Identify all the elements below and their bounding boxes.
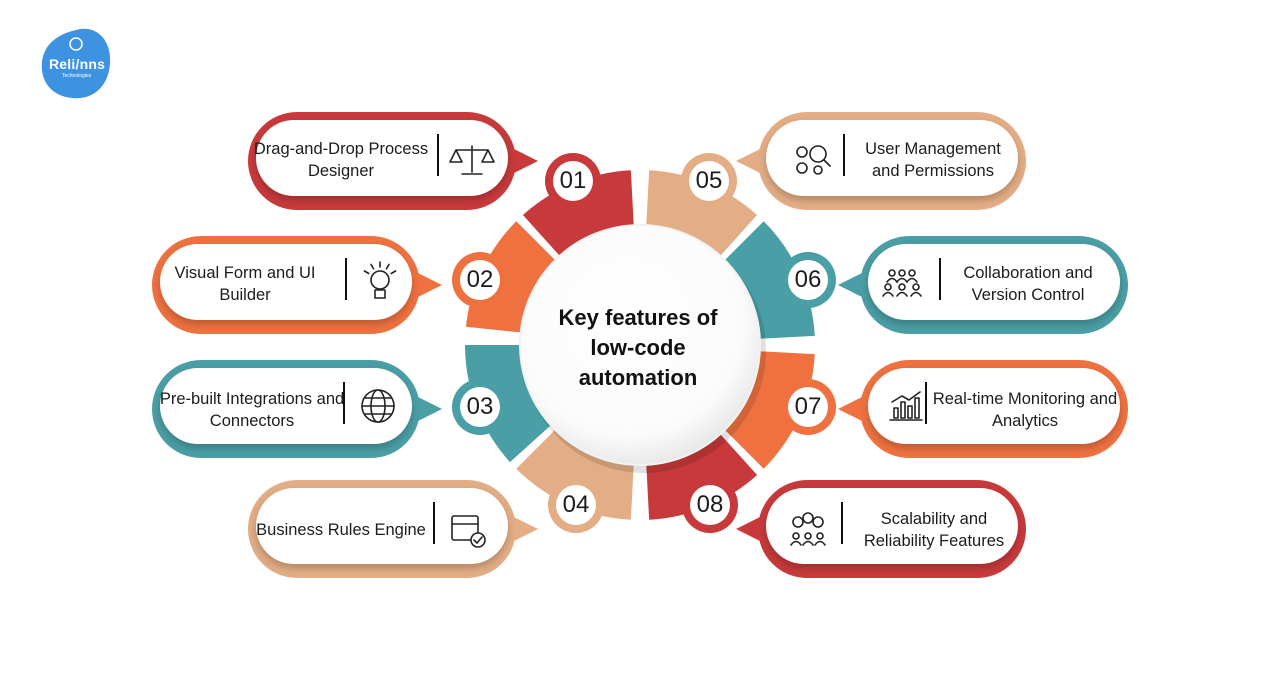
logo-text[interactable]: Reli/nns: [49, 56, 106, 72]
logo-subtext: Technologies: [62, 73, 92, 79]
card-body: [868, 244, 1120, 320]
logo-shape: [41, 28, 111, 99]
feature-label-07: Real-time Monitoring and Analytics: [932, 390, 1118, 430]
feature-card-02: [152, 236, 442, 334]
ring-segment-06: [716, 221, 815, 340]
feature-label-06: Collaboration and Version Control: [963, 264, 1093, 304]
feature-label-02: Visual Form and UI Builder: [174, 264, 316, 304]
number-disc: [556, 485, 596, 525]
calendar-check-icon: [451, 515, 486, 548]
feature-label-04: Business Rules Engine: [256, 521, 426, 539]
center-circle: [519, 224, 761, 466]
feature-number-01: 01: [559, 167, 587, 194]
card-body: [160, 368, 412, 444]
feature-number-03: 03: [466, 393, 494, 420]
feature-number-06: 06: [794, 266, 822, 293]
bar-chart-icon: [889, 391, 923, 421]
feature-card-05: [736, 112, 1026, 210]
number-disc: [553, 161, 593, 201]
card-body: [256, 120, 508, 196]
center-title: Key features of low-code automation: [558, 305, 718, 390]
feature-label-01: Drag-and-Drop Process Designer: [253, 140, 429, 180]
team-icon: [882, 269, 922, 297]
number-disc: [689, 161, 729, 201]
feature-card-01: [248, 112, 538, 210]
feature-card-04: [248, 480, 538, 578]
globe-icon: [361, 389, 395, 423]
feature-number-05: 05: [695, 167, 723, 194]
feature-label-08: Scalability and Reliability Features: [863, 510, 1005, 550]
number-disc: [460, 387, 500, 427]
feature-card-07: [838, 360, 1128, 458]
feature-number-02: 02: [466, 266, 494, 293]
feature-label-03: Pre-built Integrations and Connectors: [159, 390, 345, 430]
ring-segment-07: [716, 350, 815, 469]
feature-card-06: [838, 236, 1128, 334]
feature-label-05: User Management and Permissions: [865, 140, 1001, 180]
number-disc: [788, 387, 828, 427]
number-disc: [460, 260, 500, 300]
feature-number-08: 08: [696, 491, 724, 518]
card-body: [160, 244, 412, 320]
number-disc: [690, 485, 730, 525]
feature-card-03: [152, 360, 442, 458]
card-body: [766, 120, 1018, 196]
balance-scale-icon: [449, 145, 495, 175]
feature-number-04: 04: [562, 491, 590, 518]
card-body: [868, 368, 1120, 444]
card-body: [256, 488, 508, 564]
lightbulb-icon: [363, 261, 397, 299]
card-body: [766, 488, 1018, 564]
feature-number-07: 07: [794, 393, 822, 420]
ring-segment-04: [516, 421, 635, 520]
gears-search-icon: [796, 145, 831, 175]
feature-card-08: [736, 480, 1026, 578]
logo-bulb-icon: [69, 37, 83, 51]
number-disc: [788, 260, 828, 300]
network-people-icon: [790, 512, 826, 546]
